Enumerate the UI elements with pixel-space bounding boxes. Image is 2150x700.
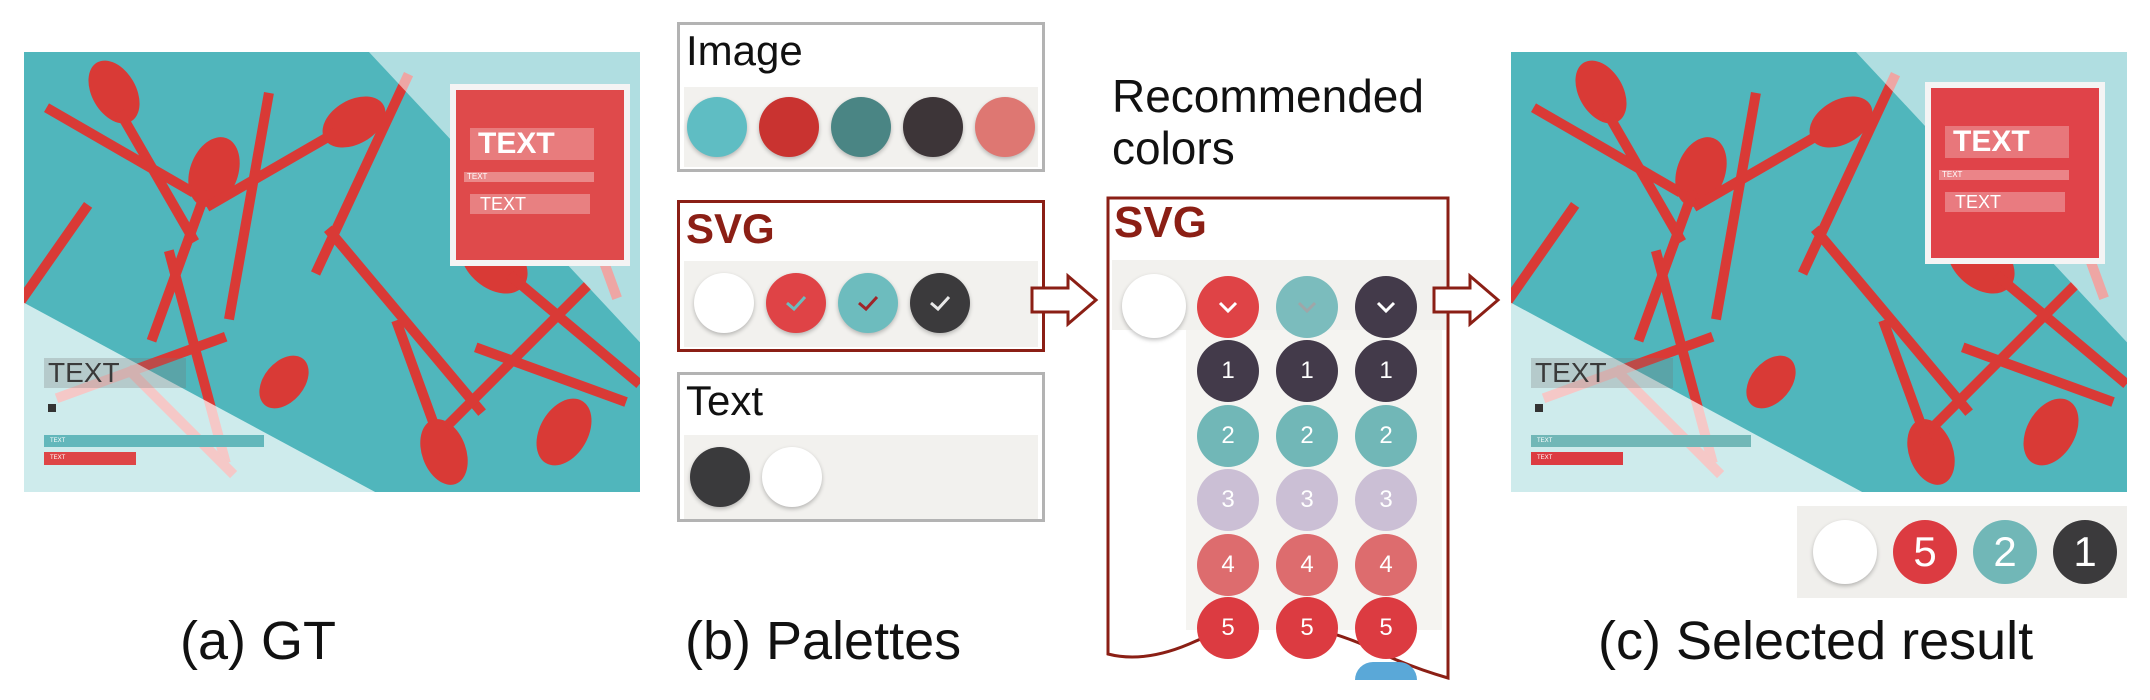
gt-design-image: TEXT TEXT TEXT TEXT TEXT TEXT bbox=[24, 52, 640, 492]
rank-3-col-1[interactable]: 3 bbox=[1197, 469, 1259, 531]
caption-palettes: (b) Palettes bbox=[685, 611, 962, 671]
rank-4-col-1[interactable]: 4 bbox=[1197, 534, 1259, 596]
rank-1-col-3[interactable]: 1 bbox=[1355, 340, 1417, 402]
dark-check-swatch bbox=[910, 273, 970, 333]
svg-swatch-strip bbox=[684, 261, 1038, 347]
white-swatch bbox=[1813, 520, 1877, 584]
image-palette-label: Image bbox=[686, 27, 803, 74]
image-palette-box: Image bbox=[677, 22, 1045, 172]
rank-5-col-1[interactable]: 5 bbox=[1197, 597, 1259, 659]
rank-4-col-3[interactable]: 4 bbox=[1355, 534, 1417, 596]
check-icon bbox=[930, 295, 951, 312]
chevron-down-icon bbox=[1297, 301, 1317, 314]
arrow-right-icon bbox=[1432, 272, 1501, 328]
text-palette-label: Text bbox=[686, 377, 764, 424]
sub-text: TEXT bbox=[1945, 192, 2065, 212]
legend-rank-teal: 2 bbox=[1973, 520, 2037, 584]
rank-5-col-3[interactable]: 5 bbox=[1355, 597, 1417, 659]
dark-dropdown[interactable] bbox=[1355, 276, 1417, 338]
result-color-legend: 5 2 1 bbox=[1797, 506, 2127, 598]
text-palette-box: Text bbox=[677, 372, 1045, 522]
rank-1-col-2[interactable]: 1 bbox=[1276, 340, 1338, 402]
mini-text: TEXT bbox=[1939, 170, 2069, 180]
svg-palette-box: SVG bbox=[677, 200, 1045, 352]
rank-3-col-2[interactable]: 3 bbox=[1276, 469, 1338, 531]
svg-palette-label: SVG bbox=[686, 205, 775, 252]
caption-result: (c) Selected result bbox=[1598, 611, 2034, 671]
white-swatch bbox=[762, 447, 822, 507]
teal-check-swatch bbox=[838, 273, 898, 333]
recommended-label-line2: colors bbox=[1112, 122, 1235, 174]
recommended-white-circle bbox=[1122, 274, 1186, 338]
caption-gt: (a) GT bbox=[180, 611, 336, 671]
recommended-label-line1: Recommended bbox=[1112, 70, 1424, 122]
teal-dropdown[interactable] bbox=[1276, 276, 1338, 338]
check-icon bbox=[858, 295, 879, 312]
arrow-right-icon bbox=[1030, 272, 1099, 328]
rank-2-col-2[interactable]: 2 bbox=[1276, 405, 1338, 467]
teal-text-bar: TEXT bbox=[44, 435, 264, 447]
main-text: TEXT bbox=[1531, 358, 1673, 388]
legend-rank-red: 5 bbox=[1893, 520, 1957, 584]
main-text: TEXT bbox=[44, 358, 186, 388]
white-swatch bbox=[694, 273, 754, 333]
salmon-swatch bbox=[975, 97, 1035, 157]
image-swatch-strip bbox=[684, 87, 1038, 167]
rank-3-col-3[interactable]: 3 bbox=[1355, 469, 1417, 531]
rank-4-col-2[interactable]: 4 bbox=[1276, 534, 1338, 596]
chevron-down-icon bbox=[1218, 301, 1238, 314]
rank-2-col-1[interactable]: 2 bbox=[1197, 405, 1259, 467]
red-text-bar: TEXT bbox=[44, 452, 136, 465]
title-text: TEXT bbox=[470, 128, 594, 160]
bullet-square bbox=[48, 404, 56, 412]
title-card: TEXT TEXT TEXT bbox=[450, 84, 630, 266]
result-design-image: TEXT TEXT TEXT TEXT TEXT TEXT bbox=[1511, 52, 2127, 492]
mini-text: TEXT bbox=[464, 172, 594, 182]
teal-text-bar: TEXT bbox=[1531, 435, 1751, 447]
dark-swatch bbox=[690, 447, 750, 507]
check-icon bbox=[786, 295, 807, 312]
rank-1-col-1[interactable]: 1 bbox=[1197, 340, 1259, 402]
chevron-down-icon bbox=[1376, 301, 1396, 314]
recommended-svg-label: SVG bbox=[1114, 198, 1207, 247]
legend-rank-dark: 1 bbox=[2053, 520, 2117, 584]
title-card: TEXT TEXT TEXT bbox=[1925, 82, 2105, 264]
text-swatch-strip bbox=[684, 435, 1038, 519]
near-black-swatch bbox=[903, 97, 963, 157]
recommended-label: Recommended colors bbox=[1112, 70, 1424, 174]
red-swatch bbox=[759, 97, 819, 157]
teal-swatch bbox=[687, 97, 747, 157]
dark-teal-swatch bbox=[831, 97, 891, 157]
partial-blue-circle bbox=[1355, 662, 1417, 680]
rank-5-col-2[interactable]: 5 bbox=[1276, 597, 1338, 659]
sub-text: TEXT bbox=[470, 194, 590, 214]
red-dropdown[interactable] bbox=[1197, 276, 1259, 338]
title-text: TEXT bbox=[1945, 126, 2069, 158]
rank-2-col-3[interactable]: 2 bbox=[1355, 405, 1417, 467]
red-check-swatch bbox=[766, 273, 826, 333]
bullet-square bbox=[1535, 404, 1543, 412]
red-text-bar: TEXT bbox=[1531, 452, 1623, 465]
